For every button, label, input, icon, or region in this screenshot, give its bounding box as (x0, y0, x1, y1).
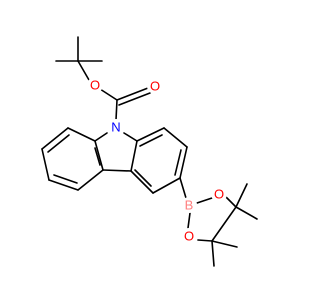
nitrogen-label: N (111, 120, 120, 135)
bond-right-ring-5-inner (134, 169, 152, 187)
bond-cq-top-methyl-up (235, 183, 248, 208)
bond-tbu-o (77, 60, 90, 81)
bond-left-ring-5 (77, 169, 104, 191)
boron-label: B (185, 198, 194, 213)
atom-labels: O O N B O O (87, 77, 227, 244)
bond-right-ring-2 (163, 127, 188, 148)
bond-right-ring-3 (179, 146, 188, 179)
bond-b-o-top (196, 197, 213, 204)
bond-right-ring-1-inner (139, 134, 163, 147)
nitrogen-atom: N (108, 119, 124, 135)
bond-carbonyl-c-o-2 (118, 92, 151, 106)
bond-cq-top-methyl-right (235, 206, 258, 220)
boronate-oxygen-top-label: O (214, 187, 224, 202)
bond-carbonyl-c-o-1 (116, 87, 149, 101)
bond-right-ring-4 (152, 177, 181, 194)
structure-diagram: O O N B O O (41, 36, 258, 267)
boron-atom: B (181, 197, 197, 213)
carbonyl-oxygen-label: O (150, 79, 160, 94)
bond-left-ring-4-inner (53, 174, 78, 184)
bond-b-o-bottom (187, 212, 191, 229)
bond-c4a-c9a (130, 140, 138, 172)
bonds (41, 36, 258, 267)
bond-n-c9a (123, 132, 138, 142)
bond-cq-cq (211, 206, 237, 242)
bond-left-ring-6-inner (94, 147, 101, 166)
carbonyl-oxygen-atom: O (147, 78, 163, 94)
bond-ring-b (179, 177, 187, 199)
boronate-oxygen-bottom-label: O (184, 229, 194, 244)
bond-cq-bottom-methyl-down (211, 240, 215, 267)
boronate-oxygen-bottom-atom: O (181, 228, 197, 244)
ester-oxygen-atom: O (87, 77, 103, 93)
bond-left-ring-1 (67, 127, 96, 142)
bond-left-ring-2 (41, 127, 69, 150)
bond-cq-bottom-methyl-right (211, 240, 238, 248)
bond-n-c8a (94, 132, 108, 142)
bond-c4b-c4a (102, 169, 132, 172)
bond-right-ring-5 (130, 170, 154, 194)
bond-o-top-cq (224, 195, 237, 208)
bond-left-ring-4 (48, 179, 79, 191)
bond-o-carbonyl-c (99, 88, 118, 101)
bond-c8a-c4b (94, 140, 104, 171)
bond-left-ring-2-inner (47, 134, 70, 153)
bond-right-ring-3-inner (174, 149, 182, 176)
bond-o-bottom-cq (197, 239, 213, 242)
bond-right-ring-1 (136, 127, 165, 142)
boronate-oxygen-top-atom: O (211, 186, 227, 202)
bond-left-ring-3 (41, 148, 50, 181)
ester-oxygen-label: O (90, 78, 100, 93)
bond-carbonyl-c-n (115, 99, 118, 121)
